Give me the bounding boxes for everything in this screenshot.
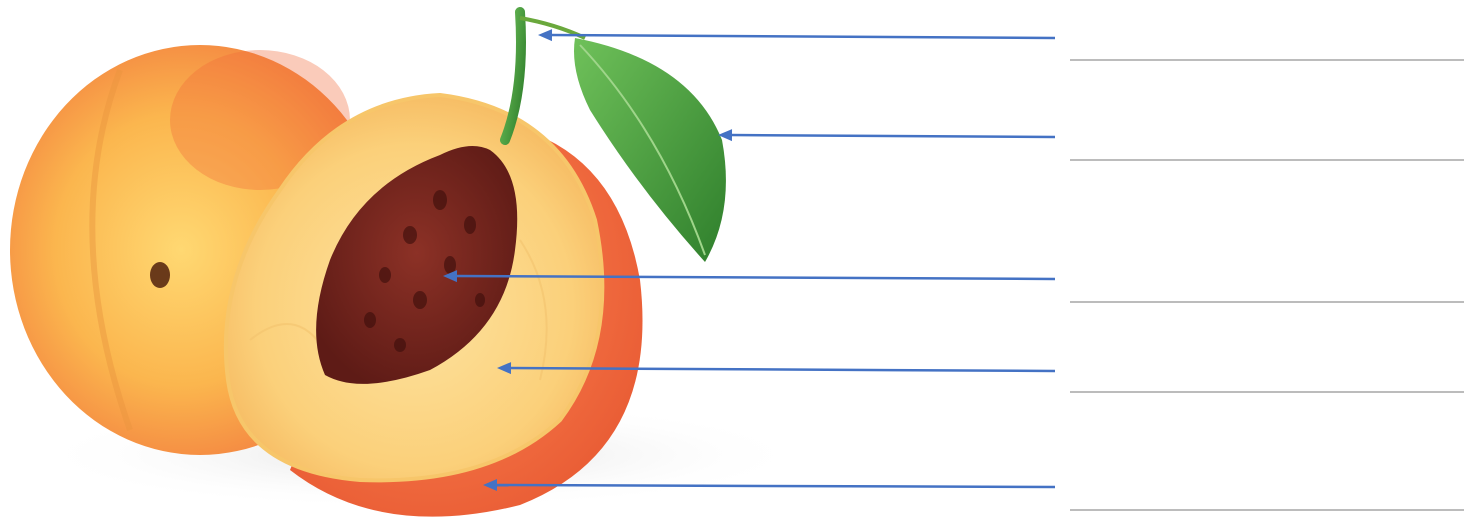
leaf-arrow [730, 135, 1055, 137]
stem-arrow [550, 35, 1055, 38]
blossom-end [150, 262, 170, 288]
stem-arrowhead [538, 29, 552, 41]
